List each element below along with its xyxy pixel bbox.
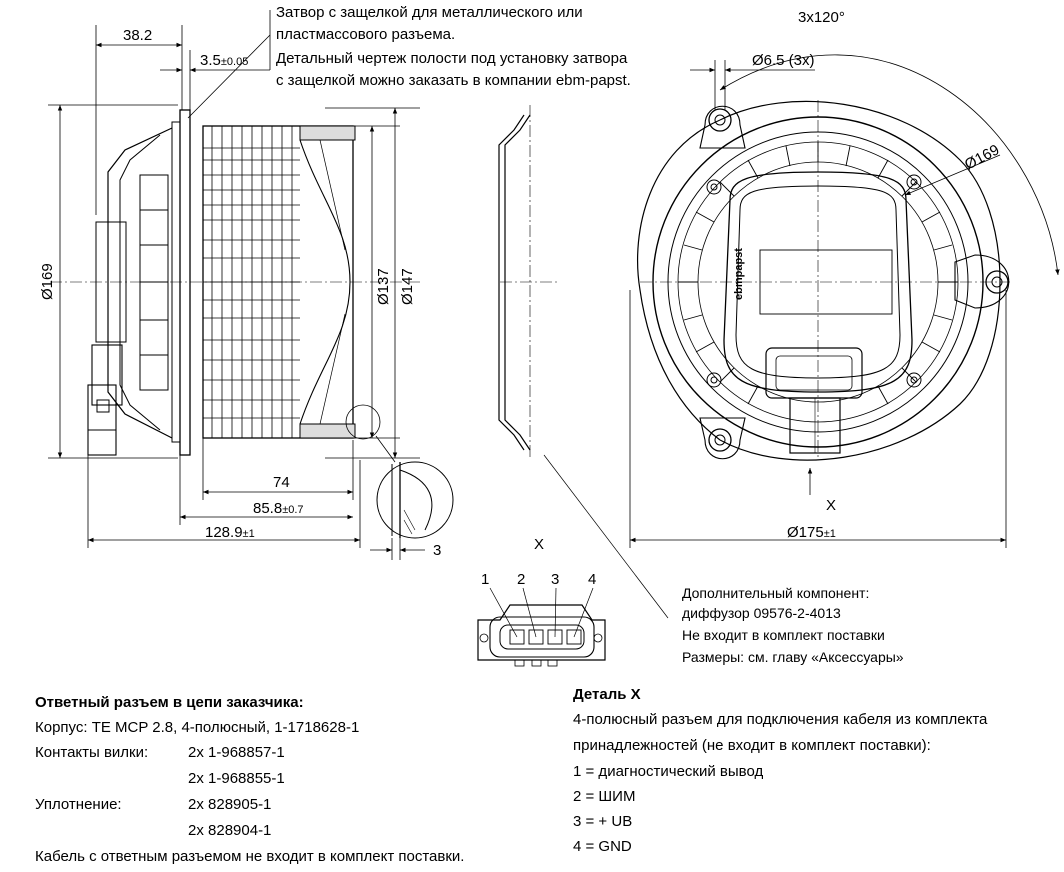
side-dimension-lines: [48, 10, 425, 560]
detail-x-pin-3: 3 = + UB: [573, 813, 633, 830]
mating-footer: Кабель с ответным разъемом не входит в к…: [35, 848, 465, 865]
connector-detail-x: [477, 454, 669, 667]
mating-housing: Корпус: TE MCP 2.8, 4-полюсный, 1-171862…: [35, 719, 360, 736]
dim-147: Ø147: [399, 268, 416, 305]
top-note-line-4: с защелкой можно заказать в компании ebm…: [276, 72, 631, 89]
svg-text:85.8±0.7: 85.8±0.7: [253, 500, 304, 517]
detail-x-pin-1: 1 = диагностический вывод: [573, 763, 764, 780]
diffuser-note-line-4: Размеры: см. главу «Аксессуары»: [682, 649, 904, 665]
mating-title: Ответный разъем в цепи заказчика:: [35, 694, 304, 711]
pin-label-3: 3: [551, 571, 559, 588]
mating-seal-1: 2x 828905-1: [188, 796, 272, 813]
dim-3-5: 3.5: [200, 52, 221, 69]
diffuser-note-line-1: Дополнительный компонент:: [682, 585, 870, 601]
diffuser-note-line-3: Не входит в комплект поставки: [682, 627, 885, 643]
front-view: [637, 100, 1010, 461]
dim-38-2: 38.2: [123, 27, 152, 44]
top-note-line-2: пластмассового разъема.: [276, 26, 456, 43]
top-note-line-1: Затвор с защелкой для металлического или: [276, 4, 583, 21]
pin-label-1: 1: [481, 571, 489, 588]
dim-137: Ø137: [375, 268, 392, 305]
svg-text:Ø175±1: Ø175±1: [787, 524, 836, 541]
detail-x-title: Деталь X: [573, 686, 641, 703]
mating-seal-2: 2x 828904-1: [188, 822, 272, 839]
mating-seal-label: Уплотнение:: [35, 796, 122, 813]
svg-text:128.9±1: 128.9±1: [205, 524, 255, 541]
front-dimension-texts: 3x120° Ø6.5 (3x) Ø169 X Ø175±1 ebmpapst: [733, 9, 1002, 541]
dim-3: 3: [433, 542, 441, 559]
dim-128-9: 128.9: [205, 524, 243, 541]
dim-169-right: Ø169: [962, 141, 1002, 173]
pin-label-2: 2: [517, 571, 525, 588]
detail-x-pin-4: 4 = GND: [573, 838, 632, 855]
dim-169-left: Ø169: [39, 263, 56, 300]
mating-contacts-1: 2x 1-968857-1: [188, 744, 285, 761]
connector-pin-labels: X 1 2 3 4: [481, 536, 596, 588]
mating-contacts-2: 2x 1-968855-1: [188, 770, 285, 787]
mating-contacts-label: Контакты вилки:: [35, 744, 149, 761]
dim-74: 74: [273, 474, 290, 491]
dim-85-8: 85.8: [253, 500, 282, 517]
dim-175: Ø175: [787, 524, 824, 541]
pin-label-4: 4: [588, 571, 596, 588]
diffuser-note-line-2: диффузор 09576-2-4013: [682, 605, 841, 621]
side-dimension-texts: 38.2 3.5±0.05 Ø169 Ø137 Ø147 74 85.8±0.7…: [39, 27, 441, 559]
svg-text:3.5±0.05: 3.5±0.05: [200, 52, 248, 69]
detail-x-pin-2: 2 = ШИМ: [573, 788, 636, 805]
detail-enlargement: [376, 461, 454, 539]
ebmpapst-logo: ebmpapst: [733, 248, 745, 300]
detail-x-line-2: принадлежностей (не входит в комплект по…: [573, 737, 931, 754]
dim-6-5: Ø6.5 (3x): [752, 52, 815, 69]
top-note-line-3: Детальный чертеж полости под установку з…: [276, 50, 628, 67]
x-view-arrow-label: X: [826, 497, 836, 514]
dim-3x120: 3x120°: [798, 9, 845, 26]
front-dimension-lines: [629, 54, 1060, 548]
x-detail-label: X: [534, 536, 544, 553]
diffuser-profile: [498, 105, 560, 460]
detail-x-line-1: 4-полюсный разъем для подключения кабеля…: [573, 711, 988, 728]
side-view: [50, 109, 420, 463]
